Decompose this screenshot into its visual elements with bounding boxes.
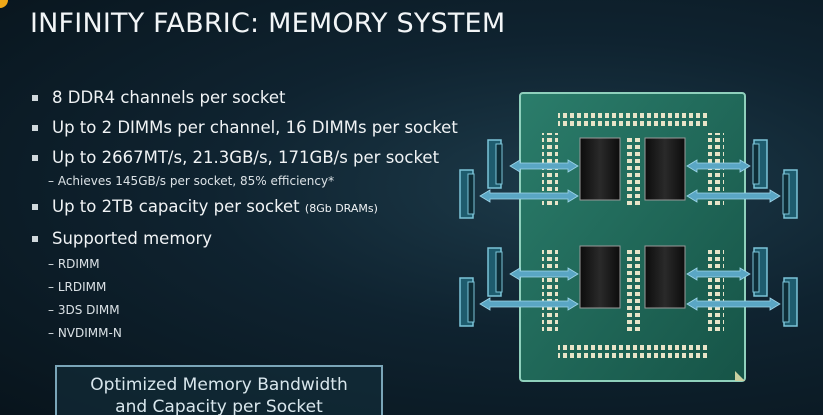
- arrow-right-4: [686, 297, 781, 311]
- bullet-capacity: Up to 2TB capacity per socket (8Gb DRAMs…: [30, 197, 470, 219]
- sub-bullet-efficiency: – Achieves 145GB/s per socket, 85% effic…: [48, 174, 335, 188]
- sub-bullet-3ds-dimm: – 3DS DIMM: [48, 303, 120, 317]
- bullet-text: 8 DDR4 channels per socket: [52, 88, 286, 107]
- callout-line-1: Optimized Memory Bandwidth: [90, 375, 348, 395]
- bullet-ddr4-channels: 8 DDR4 channels per socket: [30, 88, 470, 108]
- pad-column-right-top: [708, 133, 724, 208]
- sub-bullet-rdimm: – RDIMM: [48, 257, 100, 271]
- sub-bullet-nvdimm-n: – NVDIMM-N: [48, 326, 122, 340]
- bullet-marker: [32, 125, 38, 131]
- bullet-marker: [32, 236, 38, 242]
- dimm-right-inner-1-edge: [752, 143, 760, 185]
- bullet-text: Up to 2TB capacity per socket: [52, 197, 300, 216]
- bullet-marker: [32, 95, 38, 101]
- pad-strip-bottom: [558, 345, 708, 361]
- bullet-text: Up to 2 DIMMs per channel, 16 DIMMs per …: [52, 118, 458, 137]
- pad-column-right-bottom: [708, 248, 724, 333]
- pad-column-left-bottom: [542, 248, 558, 333]
- package-corner-marker: [735, 371, 745, 381]
- bullet-supported-memory: Supported memory: [30, 229, 470, 249]
- bullet-note: (8Gb DRAMs): [304, 202, 378, 215]
- dimm-right-outer-1-edge: [782, 173, 790, 215]
- arrow-left-2: [479, 189, 579, 203]
- arrow-left-1: [509, 159, 579, 173]
- die-top-right: [644, 137, 686, 201]
- arrow-left-3: [509, 267, 579, 281]
- bullet-marker: [32, 204, 38, 210]
- bullet-dimms: Up to 2 DIMMs per channel, 16 DIMMs per …: [30, 118, 470, 138]
- slide-title: INFINITY FABRIC: MEMORY SYSTEM: [30, 8, 506, 39]
- pad-column-center-bottom: [627, 248, 643, 333]
- processor-package-diagram: [459, 92, 798, 382]
- arrow-right-1: [686, 159, 751, 173]
- bullet-list: 8 DDR4 channels per socket Up to 2 DIMMs…: [30, 88, 470, 349]
- bullet-text: Supported memory: [52, 229, 213, 248]
- supported-memory-list: – RDIMM – LRDIMM – 3DS DIMM – NVDIMM-N: [30, 257, 470, 340]
- die-bottom-left: [579, 245, 621, 309]
- summary-callout: Optimized Memory Bandwidth and Capacity …: [55, 365, 383, 415]
- dimm-right-inner-2-edge: [752, 251, 760, 293]
- arrow-right-2: [686, 189, 781, 203]
- dimm-left-inner-1-edge: [495, 143, 503, 185]
- die-bottom-right: [644, 245, 686, 309]
- bullet-marker: [32, 155, 38, 161]
- dimm-right-outer-2-edge: [782, 281, 790, 323]
- arrow-right-3: [686, 267, 751, 281]
- pad-column-center-top: [627, 138, 643, 208]
- sub-bullet-lrdimm: – LRDIMM: [48, 280, 107, 294]
- pad-column-left-top: [542, 133, 558, 208]
- arrow-left-4: [479, 297, 579, 311]
- bullet-text: Up to 2667MT/s, 21.3GB/s, 171GB/s per so…: [52, 148, 440, 167]
- callout-line-2: and Capacity per Socket: [115, 397, 323, 415]
- amd-logo-dot: [0, 0, 8, 8]
- die-top-left: [579, 137, 621, 201]
- dimm-left-inner-2-edge: [495, 251, 503, 293]
- dimm-left-outer-2-edge: [467, 281, 475, 323]
- dimm-left-outer-1-edge: [467, 173, 475, 215]
- bullet-bandwidth: Up to 2667MT/s, 21.3GB/s, 171GB/s per so…: [30, 148, 470, 168]
- pad-strip-top: [558, 112, 708, 128]
